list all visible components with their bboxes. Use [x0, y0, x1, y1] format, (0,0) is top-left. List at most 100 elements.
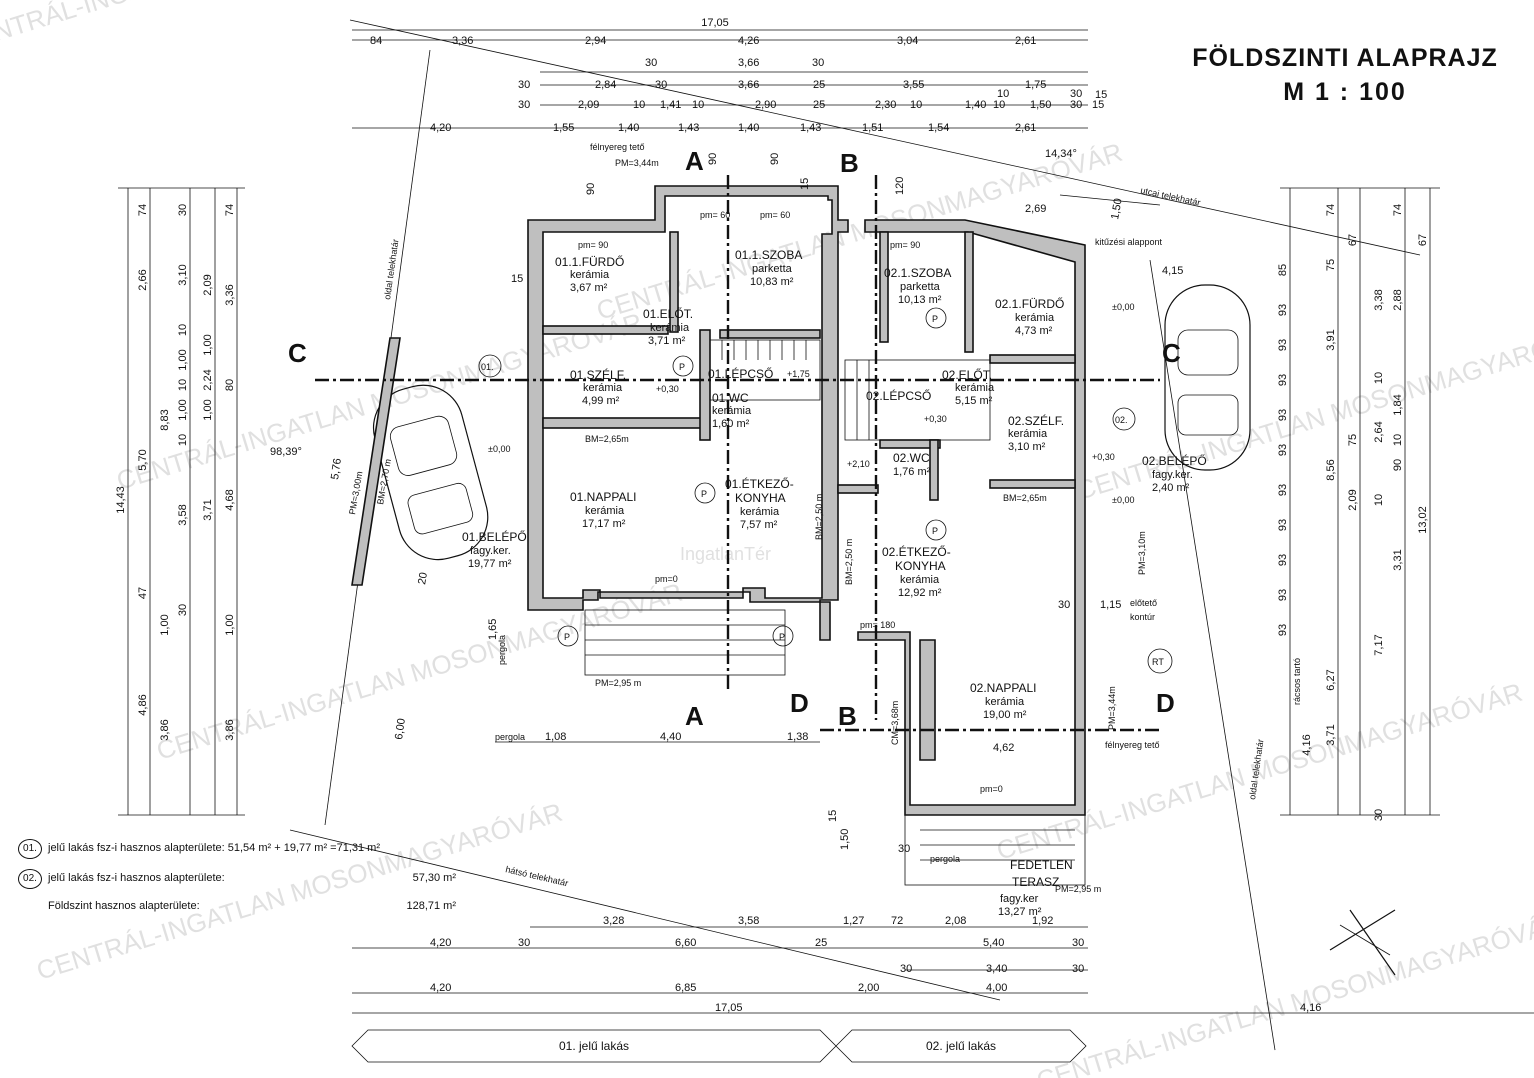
room-floor-material: kerámia [740, 506, 780, 518]
note-survey-point: kitűzési alappont [1095, 237, 1163, 247]
dim-right: 85 [1277, 264, 1289, 276]
section-c-right: C [1162, 338, 1181, 368]
unit-01-label: 01. jelű lakás [559, 1039, 629, 1053]
note-level: ±0,00 [488, 444, 510, 454]
marker-p: P [932, 314, 938, 324]
dim-right: 93 [1277, 624, 1289, 636]
dim-top: 2,09 [578, 99, 599, 111]
room-floor: TERASZ [1012, 875, 1059, 889]
bottom-dimension-texts: 3,28 3,58 1,27 72 2,08 1,92 4,20 30 6,60… [430, 731, 1321, 1014]
dim-bottom: 6,85 [675, 982, 696, 994]
marker-rt: RT [1152, 657, 1164, 667]
markers: P P P P P P RT 01. 02. [478, 307, 1173, 674]
dim-right: 10 [1392, 434, 1404, 446]
dim-left: 30 [177, 204, 189, 216]
room-area: 10,83 m² [750, 276, 794, 288]
dim-left: 1,00 [224, 614, 236, 635]
room-area: 13,27 m² [998, 906, 1042, 918]
dim-top: 1,55 [553, 122, 574, 134]
dim-left: 3,86 [224, 719, 236, 740]
dim-right: 67 [1347, 234, 1359, 246]
dim-top: 1,41 [660, 99, 681, 111]
room-floor: kerámia [583, 382, 623, 394]
marker-p: P [679, 362, 685, 372]
room-name: 01.1.FÜRDŐ [555, 254, 624, 269]
dim-bottom: 1,27 [843, 915, 864, 927]
dim-left: 74 [137, 204, 149, 216]
dim-top: 1,40 [965, 99, 986, 111]
dim-bottom: 30 [518, 937, 530, 949]
note-contour: kontúr [1130, 612, 1155, 622]
room-area: 4,99 m² [582, 395, 620, 407]
room-area: 7,57 m² [740, 519, 778, 531]
dim-top: 3,04 [897, 35, 918, 47]
note-felnyereg-right: félnyereg tető [1105, 740, 1160, 750]
dim-bottom: 25 [815, 937, 827, 949]
dim-right: 2,88 [1392, 289, 1404, 310]
note-bm: BM=2,65m [585, 434, 629, 444]
dim-left: 1,00 [177, 399, 189, 420]
room-floor: parketta [752, 263, 793, 275]
north-arrow-icon [1329, 909, 1396, 976]
dim-top: 4,26 [738, 35, 759, 47]
dim-misc: 90 [585, 183, 597, 195]
dim-top: 2,90 [755, 99, 776, 111]
room-name: 01.NAPPALI [570, 490, 636, 504]
room-name: 01.ELŐT. [643, 306, 693, 321]
dim-left: 74 [224, 204, 236, 216]
dim-left-total: 14,43 [115, 486, 127, 514]
dim-right: 4,16 [1301, 734, 1313, 755]
room-area: 1,76 m² [893, 466, 931, 478]
dim-bottom: 3,28 [603, 915, 624, 927]
dim-left: 1,00 [159, 614, 171, 635]
dim-bottom: 3,58 [738, 915, 759, 927]
note-canopy: előtető [1130, 598, 1157, 608]
dim-top: 30 [1070, 88, 1082, 100]
note-pergola: pergola [497, 635, 507, 665]
dim-misc: 15 [827, 810, 839, 822]
marker-p: P [932, 526, 938, 536]
dim-top: 10 [997, 88, 1009, 100]
dim-right: 30 [1373, 809, 1385, 821]
dim-misc: 90 [707, 153, 719, 165]
top-dimension-lines [352, 29, 1088, 129]
note-pm: pm= 90 [578, 240, 608, 250]
dim-top: 2,94 [585, 35, 606, 47]
dim-right: 10 [1373, 372, 1385, 384]
room-area: 3,71 m² [648, 335, 686, 347]
dim-top: 1,40 [738, 122, 759, 134]
dim-right: 2,64 [1373, 421, 1385, 442]
note-level: +0,30 [656, 384, 679, 394]
drawing-scale: M 1 : 100 [1283, 78, 1407, 106]
marker-p: P [779, 632, 785, 642]
summary-value: 57,30 m² [412, 872, 456, 884]
top-dimension-texts: 17,05 84 3,36 2,94 4,26 3,04 2,61 30 3,6… [370, 17, 1104, 134]
watermark-short: IngatlanTér [680, 544, 771, 564]
note-pergola: pergola [930, 854, 960, 864]
summary-label: jelű lakás fsz-i hasznos alapterülete: [48, 872, 225, 884]
dim-top: 1,75 [1025, 79, 1046, 91]
dim-bottom: 1,92 [1032, 915, 1053, 927]
left-dimension-lines [118, 187, 245, 816]
dim-misc: 20 [416, 571, 430, 585]
room-floor-material: fagy.ker [1000, 893, 1039, 905]
dim-misc: 1,15 [1100, 599, 1121, 611]
summary-row-02: 02. jelű lakás fsz-i hasznos alapterület… [18, 869, 468, 890]
note-cm: CM=3,68m [890, 701, 900, 745]
room-floor-material: kerámia [900, 574, 940, 586]
note-truss: rácsos tartó [1292, 658, 1302, 705]
dim-top: 30 [812, 57, 824, 69]
dim-left: 3,71 [202, 499, 214, 520]
dim-misc: 1,65 [487, 619, 499, 640]
room-name: 01.BELÉPŐ [462, 529, 527, 544]
room-floor: fagy.ker. [470, 545, 511, 557]
section-c-left: C [288, 338, 307, 368]
car-left [372, 384, 489, 561]
dim-top: 84 [370, 35, 382, 47]
dim-right: 74 [1325, 204, 1337, 216]
note-level: ±0,00 [1112, 495, 1134, 505]
car-right [1164, 284, 1251, 471]
marker-p: P [564, 632, 570, 642]
dim-left: 2,66 [137, 269, 149, 290]
room-floor: fagy.ker. [1152, 469, 1193, 481]
